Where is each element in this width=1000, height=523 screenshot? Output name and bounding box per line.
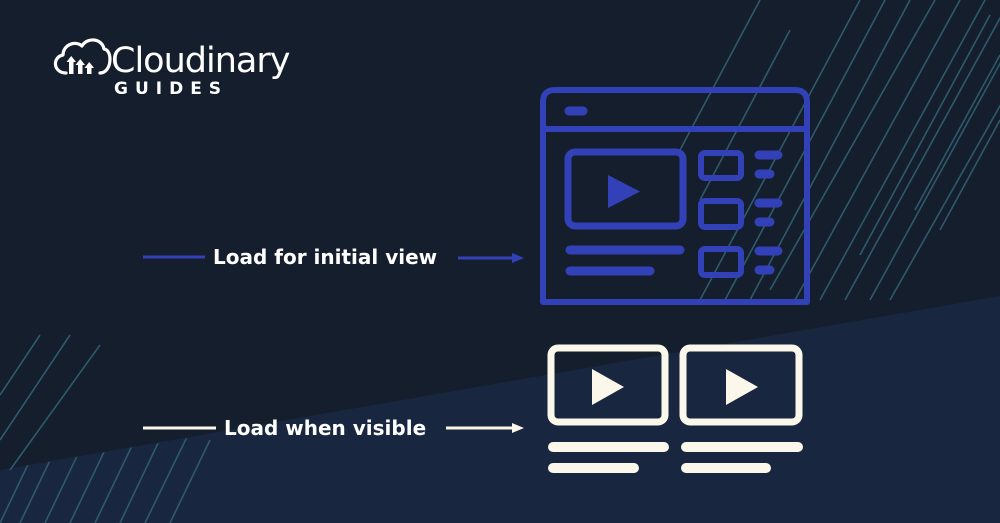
decorative-stripes-top-right bbox=[679, 0, 1000, 301]
play-icon bbox=[608, 175, 640, 208]
browser-window-icon bbox=[540, 87, 810, 305]
initial-view-arrow bbox=[458, 253, 524, 263]
video-card-right bbox=[679, 344, 803, 473]
visible-arrow bbox=[446, 423, 524, 433]
play-icon bbox=[592, 369, 624, 405]
video-card-left bbox=[547, 344, 669, 473]
play-icon bbox=[726, 369, 758, 405]
decorative-stripes-left bbox=[0, 334, 101, 471]
brand-subtitle: GUIDES bbox=[114, 79, 229, 99]
cloud-icon bbox=[53, 38, 112, 75]
brand-name: Cloudinary bbox=[111, 41, 290, 81]
initial-view-label: Load for initial view bbox=[213, 245, 438, 269]
visible-label: Load when visible bbox=[224, 416, 427, 440]
